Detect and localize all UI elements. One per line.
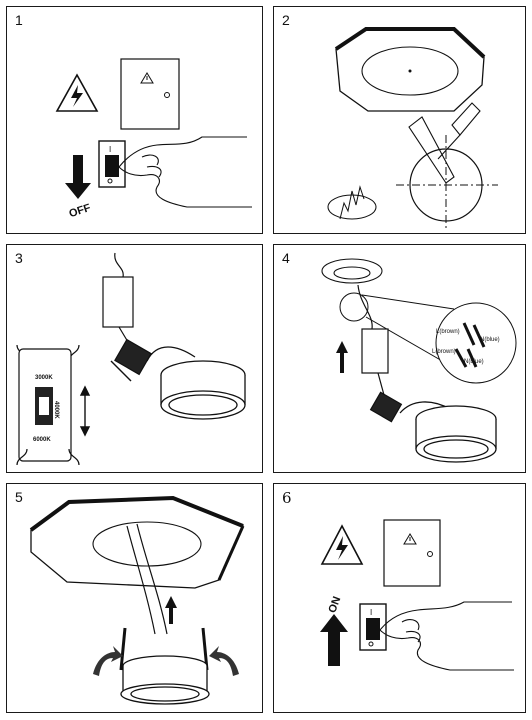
wire-label: L(brown) bbox=[432, 349, 456, 355]
step-5-panel: 5 bbox=[6, 483, 263, 713]
wire-label: N(blue) bbox=[480, 337, 500, 343]
ceiling-plate-icon bbox=[334, 27, 486, 112]
off-label: OFF bbox=[68, 202, 93, 220]
arrow-up-icon bbox=[165, 596, 177, 624]
wall-switch-icon: I bbox=[98, 140, 126, 188]
arrow-up-icon bbox=[336, 341, 348, 373]
wire-label: L(brown) bbox=[436, 329, 460, 335]
step-3-panel: 3 3000K 4000K 6000K bbox=[6, 244, 263, 473]
downlight-icon bbox=[119, 627, 210, 705]
double-arrow-icon bbox=[79, 360, 132, 437]
cct-top-label: 3000K bbox=[35, 375, 53, 381]
cable-icon bbox=[126, 523, 168, 635]
step-1-illustration: I OFF bbox=[55, 58, 252, 220]
cct-mid-label: 4000K bbox=[53, 401, 59, 419]
rotate-arrow-icon bbox=[93, 646, 239, 676]
switch-mark: I bbox=[109, 145, 111, 154]
step-3-illustration: 3000K 4000K 6000K bbox=[16, 252, 246, 466]
compass-cutter-icon bbox=[408, 102, 481, 184]
ceiling-hole-icon bbox=[321, 258, 383, 284]
step-number: 3 bbox=[15, 250, 23, 266]
arrow-up-icon bbox=[320, 614, 348, 666]
step-number: 2 bbox=[282, 12, 290, 28]
wire-label: N(blue) bbox=[464, 359, 484, 365]
downlight-icon bbox=[399, 401, 497, 463]
ceiling-hole-icon bbox=[396, 135, 498, 229]
switch-bracket-icon bbox=[16, 344, 80, 466]
step-6-panel: 6 I ON bbox=[273, 483, 526, 713]
step-2-panel: 2 bbox=[273, 6, 526, 234]
zoom-callout bbox=[339, 292, 517, 384]
downlight-icon bbox=[146, 346, 246, 420]
step-number: 6 bbox=[282, 489, 292, 507]
step-5-illustration bbox=[29, 495, 245, 705]
led-driver-icon bbox=[357, 284, 403, 423]
electric-hazard-icon bbox=[55, 73, 99, 112]
arrow-down-icon bbox=[65, 155, 91, 199]
step-number: 1 bbox=[15, 12, 23, 28]
step-4-panel: 4 L(brown) N(blue) L(brown) N(blue) bbox=[273, 244, 526, 473]
step-1-panel: 1 I OFF bbox=[6, 6, 263, 234]
electric-hazard-icon bbox=[320, 524, 364, 565]
step-6-illustration: I ON bbox=[320, 519, 514, 671]
on-label: ON bbox=[326, 595, 343, 615]
cct-bottom-label: 6000K bbox=[33, 437, 51, 443]
step-4-illustration: L(brown) N(blue) L(brown) N(blue) bbox=[321, 258, 517, 463]
wall-switch-icon: I bbox=[359, 603, 387, 651]
hole-saw-icon bbox=[327, 185, 377, 220]
hand-icon bbox=[118, 136, 252, 208]
step-2-illustration bbox=[327, 27, 498, 229]
ceiling-plate-icon bbox=[29, 495, 245, 589]
electrical-box-icon bbox=[120, 58, 180, 130]
step-number: 4 bbox=[282, 250, 290, 266]
hand-icon bbox=[379, 601, 514, 671]
led-driver-icon bbox=[102, 252, 152, 376]
switch-mark: I bbox=[370, 608, 372, 617]
step-number: 5 bbox=[15, 489, 23, 505]
electrical-box-icon bbox=[383, 519, 441, 587]
